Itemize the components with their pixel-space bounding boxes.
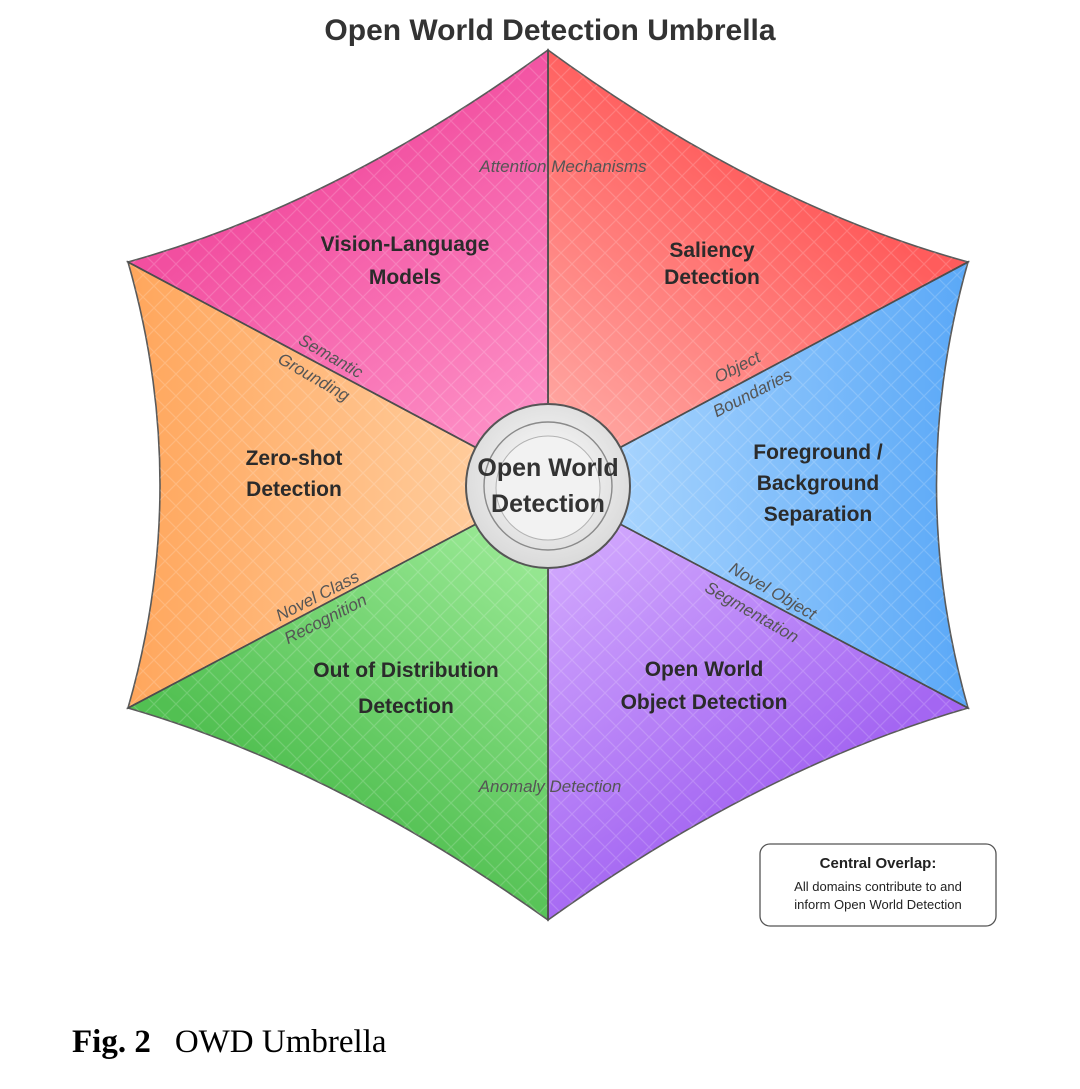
edge-label-attention: Attention Mechanisms — [478, 157, 647, 176]
sector-label-saliency: Detection — [664, 266, 760, 289]
figure-caption: Fig. 2 OWD Umbrella — [72, 1024, 387, 1061]
sector-hatch-foreground-background — [548, 262, 968, 708]
sector-label-open-world-object: Open World — [645, 658, 764, 681]
sector-hatch-vision-language — [128, 50, 548, 486]
sector-hatch-ood — [128, 486, 548, 920]
sector-label-vision-language: Vision-Language — [321, 233, 490, 256]
sector-label-vision-language: Models — [369, 266, 441, 289]
sector-label-open-world-object: Object Detection — [621, 691, 788, 714]
sector-label-foreground-background: Separation — [764, 503, 873, 526]
note-line: inform Open World Detection — [794, 897, 961, 912]
sector-hatch-zero-shot — [128, 262, 548, 708]
umbrella-diagram: Open World Detection Umbrella SaliencyDe… — [125, 14, 997, 927]
sector-label-zero-shot: Zero-shot — [246, 447, 343, 470]
figure-number: Fig. 2 — [72, 1024, 151, 1060]
sector-label-foreground-background: Foreground / — [753, 441, 883, 464]
note-title: Central Overlap: — [820, 855, 937, 872]
figure-caption-text: OWD Umbrella — [174, 1024, 387, 1060]
sector-label-ood: Detection — [358, 695, 454, 718]
sectors — [125, 48, 971, 922]
center-label: Open World — [477, 454, 618, 482]
sector-label-saliency: Saliency — [669, 239, 755, 262]
edge-label-anomaly: Anomaly Detection — [478, 777, 622, 796]
center-label: Detection — [491, 490, 605, 518]
diagram-title: Open World Detection Umbrella — [324, 14, 775, 47]
hub-inner-ring — [483, 421, 613, 551]
central-overlap-note: Central Overlap: All domains contribute … — [759, 843, 997, 927]
sector-hatch-saliency — [548, 50, 968, 486]
hub-core — [495, 435, 601, 541]
sector-label-ood: Out of Distribution — [313, 659, 498, 682]
note-line: All domains contribute to and — [794, 879, 962, 894]
note-box — [759, 843, 997, 927]
sector-label-zero-shot: Detection — [246, 478, 342, 501]
sector-label-foreground-background: Background — [757, 472, 880, 495]
sector-hatch-open-world-object — [548, 486, 968, 920]
